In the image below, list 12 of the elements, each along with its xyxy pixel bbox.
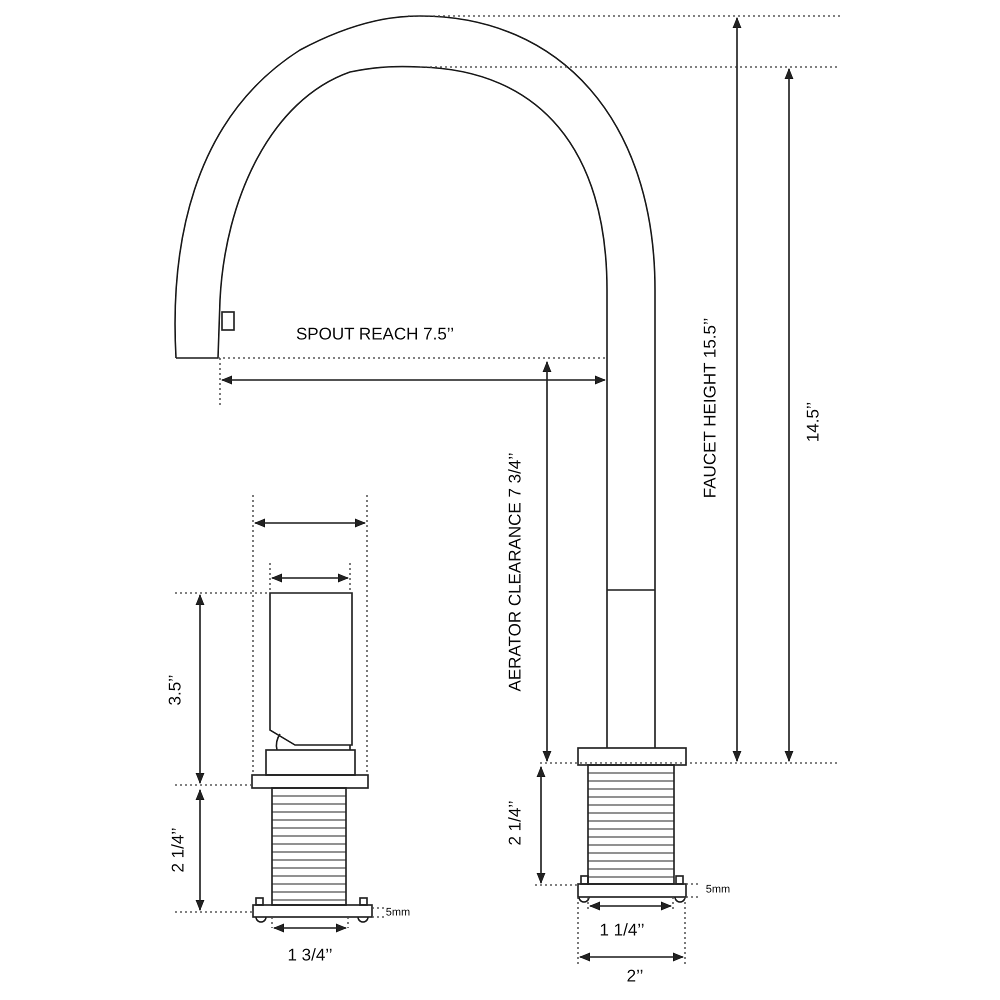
dimension-label: 2 1/4’’ (506, 800, 524, 846)
dimension-label: 1 1/4’’ (599, 922, 645, 938)
dimension-label: SPOUT REACH 7.5’’ (296, 326, 454, 342)
dimension-label: 2 1/4’’ (170, 827, 186, 873)
dimension-label: 14.5’’ (804, 402, 822, 442)
dimension-label: 2’’ (626, 968, 644, 984)
dimension-label: AERATOR CLEARANCE 7 3/4’’ (506, 452, 524, 692)
dimension-label: 1 3/4’’ (287, 946, 333, 964)
dimension-label: 5mm (706, 884, 730, 896)
dimension-label: FAUCET HEIGHT 15.5’’ (702, 318, 718, 498)
dimension-label: 5mm (386, 908, 410, 918)
dimension-label: 3.5’’ (166, 674, 184, 706)
